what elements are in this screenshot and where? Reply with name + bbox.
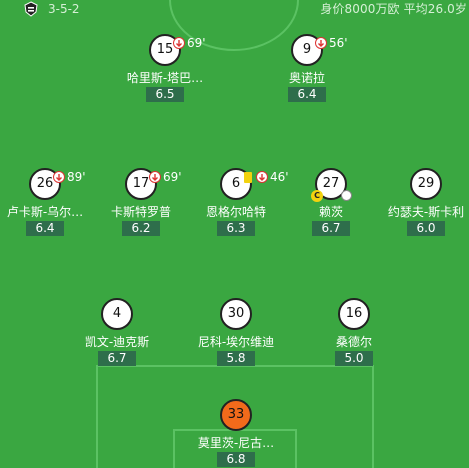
captain-badge: C: [311, 190, 323, 202]
player-rating: 6.4: [288, 87, 326, 102]
player-rating: 6.7: [312, 221, 350, 236]
substitution-indicator: 89': [53, 170, 86, 184]
player-rating: 6.4: [26, 221, 64, 236]
player-rating: 6.2: [122, 221, 160, 236]
sub-out-icon: [53, 171, 65, 183]
player-rating: 6.8: [217, 452, 255, 467]
sub-minute: 89': [67, 170, 86, 184]
player-name: 哈里斯-塔巴…: [126, 71, 204, 85]
player-rating: 6.7: [98, 351, 136, 366]
player-name: 约瑟夫-斯卡利: [387, 205, 465, 219]
sub-out-icon: [173, 37, 185, 49]
sub-minute: 46': [270, 170, 289, 184]
squad-summary: 身价8000万欧 平均26.0岁: [320, 2, 467, 16]
substitution-indicator: 69': [149, 170, 182, 184]
jersey-number: 4: [101, 298, 133, 330]
player-name: 莫里茨-尼古…: [197, 436, 275, 450]
team-logo-icon: [24, 1, 38, 17]
goal-ball-icon: [341, 190, 352, 201]
player-name: 赖茨: [318, 205, 343, 219]
sub-out-icon: [149, 171, 161, 183]
player-name: 卢卡斯-乌尔…: [6, 205, 84, 219]
player-rating: 6.3: [217, 221, 255, 236]
substitution-indicator: 46': [244, 170, 289, 184]
jersey-number: 29: [410, 168, 442, 200]
player-name: 桑德尔: [335, 335, 372, 349]
jersey-number: 33: [220, 399, 252, 431]
player-rating: 5.0: [335, 351, 373, 366]
player-rating: 6.5: [146, 87, 184, 102]
player-name: 凯文-迪克斯: [84, 335, 150, 349]
formation-label: 3-5-2: [48, 2, 80, 16]
sub-out-icon: [315, 37, 327, 49]
player-name: 恩格尔哈特: [205, 205, 266, 219]
player-name: 奥诺拉: [288, 71, 325, 85]
sub-minute: 69': [163, 170, 182, 184]
yellow-card-icon: [244, 171, 252, 183]
sub-minute: 69': [187, 36, 206, 50]
player-name: 卡斯特罗普: [110, 205, 171, 219]
player-name: 尼科-埃尔维迪: [197, 335, 275, 349]
substitution-indicator: 56': [315, 36, 348, 50]
player-rating: 6.0: [407, 221, 445, 236]
jersey-number: 16: [338, 298, 370, 330]
player-rating: 5.8: [217, 351, 255, 366]
jersey-number: 30: [220, 298, 252, 330]
sub-minute: 56': [329, 36, 348, 50]
sub-out-icon: [256, 171, 268, 183]
substitution-indicator: 69': [173, 36, 206, 50]
